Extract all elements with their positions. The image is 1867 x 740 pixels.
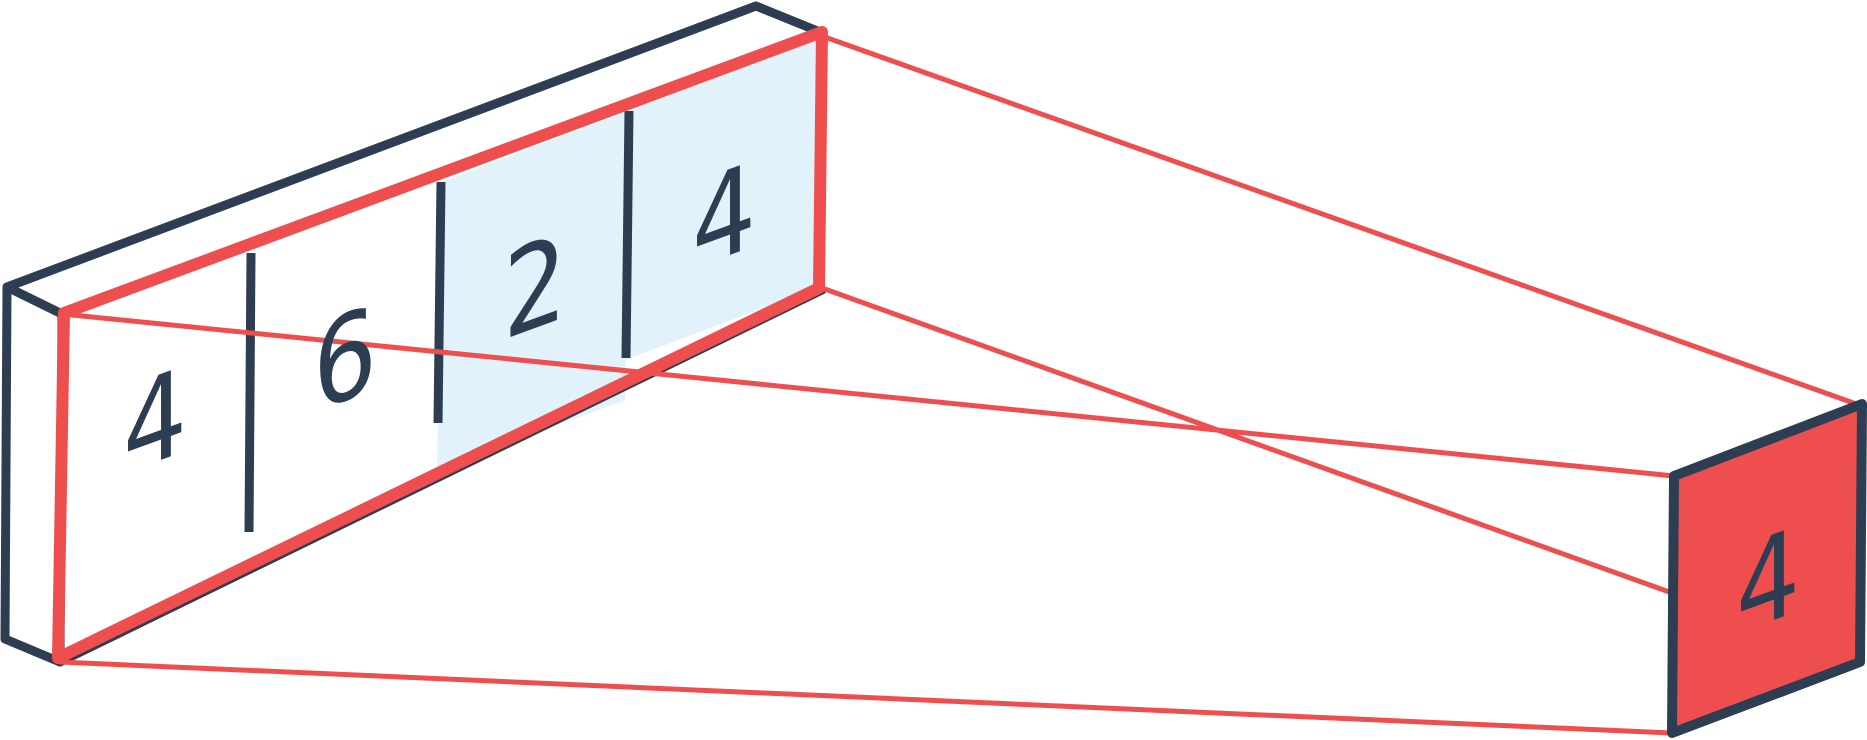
cell-divider-2 <box>433 181 446 424</box>
output-cell-value: 4 <box>1736 501 1800 662</box>
output-digit-group: 4 <box>1736 501 1800 662</box>
projection-line-bottom-back <box>821 285 1673 596</box>
cell-4-value: 4 <box>692 136 756 297</box>
projection-line-top-front <box>61 311 1675 479</box>
cell-3: 2 <box>503 207 567 368</box>
projection-line-top-back <box>821 33 1863 409</box>
cell-3-value: 2 <box>503 207 567 368</box>
cell-1-value: 4 <box>123 341 187 502</box>
pooling-window <box>52 26 828 664</box>
cell-4: 4 <box>692 136 756 297</box>
cell-4-highlight <box>625 38 822 360</box>
output-cell <box>1667 399 1867 738</box>
cell-divider-3 <box>621 110 634 359</box>
cell-divider-1 <box>244 252 256 533</box>
projection-line-bottom-front <box>59 659 1673 736</box>
cell-2: 6 <box>313 279 377 440</box>
cell-1: 4 <box>123 341 187 502</box>
cell-3-highlight <box>437 111 629 470</box>
cell-2-value: 6 <box>313 279 377 440</box>
